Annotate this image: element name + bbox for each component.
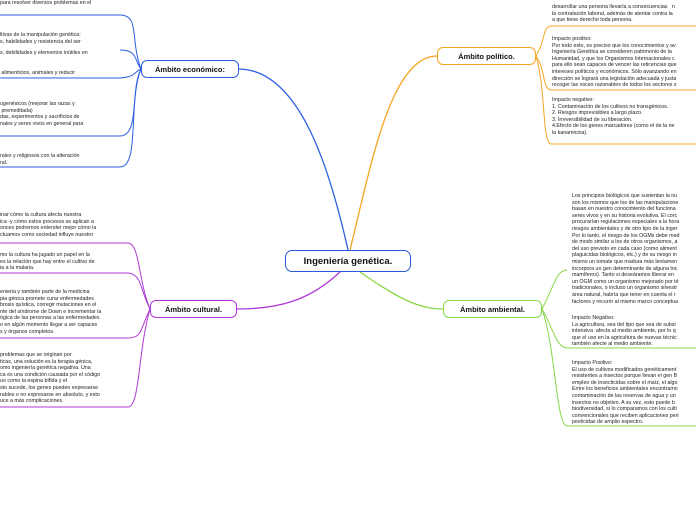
cultural-item-3[interactable]: enieria y también parte de la medicina p… bbox=[0, 289, 102, 335]
links-economico bbox=[0, 14, 142, 168]
economico-item-3[interactable]: s, debilidades y elementos inútiles en bbox=[0, 50, 88, 56]
link-central-economico bbox=[238, 68, 349, 251]
politico-item-3[interactable]: Impacto negativo: 1. Contaminación de lo… bbox=[552, 97, 675, 136]
link-central-politico bbox=[349, 55, 438, 251]
central-topic[interactable]: Ingeniería genética. bbox=[285, 250, 411, 272]
cultural-item-2[interactable]: mo la cultura ha jugado un papel en la e… bbox=[0, 252, 95, 272]
branch-ambito-cultural[interactable]: Ámbito cultural. bbox=[150, 300, 237, 318]
politico-item-1[interactable]: desarrollar una persona llevaría a conse… bbox=[552, 4, 675, 24]
economico-item-4[interactable]: alimenticios, animales y reducir bbox=[0, 70, 76, 76]
economico-item-6[interactable]: rales y religiosos con la alteración ral… bbox=[0, 153, 80, 166]
economico-item-5[interactable]: ugenésicos (mejorar las razas y premedit… bbox=[0, 101, 84, 127]
links-ambiental bbox=[541, 269, 696, 427]
branch-ambito-politico[interactable]: Ámbito político. bbox=[437, 47, 536, 65]
cultural-item-1[interactable]: inar cómo la cultura afecta nuestra ica … bbox=[0, 212, 97, 238]
branch-ambito-ambiental[interactable]: Ámbito ambiental. bbox=[443, 300, 542, 318]
economico-item-2[interactable]: ltivas de la manipulación genética: s, h… bbox=[0, 32, 81, 45]
politico-item-2[interactable]: Impacto positivo: Por todo esto, es prec… bbox=[552, 36, 677, 89]
links-politico bbox=[535, 25, 696, 145]
cultural-item-4[interactable]: problemas que se originan por ticas, una… bbox=[0, 352, 101, 405]
ambiental-item-3[interactable]: Impacto Positivo: El uso de cultivos mod… bbox=[572, 360, 679, 426]
branch-ambito-economico[interactable]: Ámbito económico: bbox=[141, 60, 239, 78]
economico-item-1[interactable]: para resolver diversos problemas en el bbox=[0, 0, 92, 6]
ambiental-item-1[interactable]: Los principios biológicos que sustentan … bbox=[572, 193, 680, 305]
link-central-ambiental bbox=[359, 271, 444, 310]
links-cultural bbox=[0, 242, 151, 408]
link-central-cultural bbox=[236, 271, 341, 310]
ambiental-item-2[interactable]: Impacto Negativo: La agricultura, sea de… bbox=[572, 315, 677, 348]
